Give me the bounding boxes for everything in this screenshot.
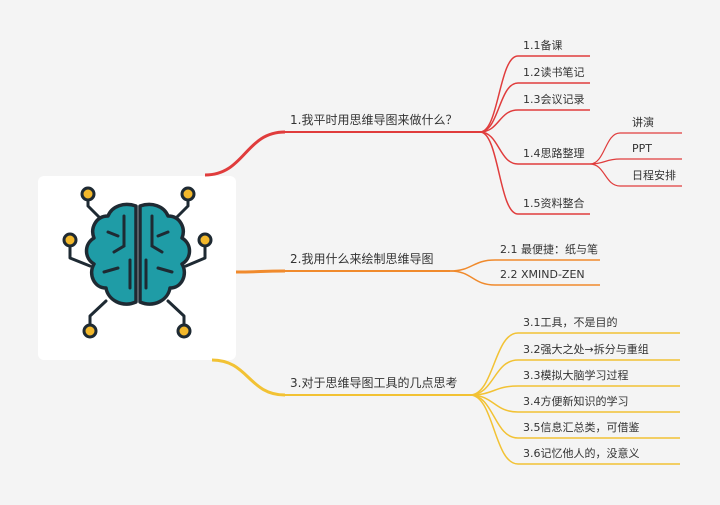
subtopic[interactable]: 1.4思路整理 <box>523 146 585 160</box>
child-connector <box>469 332 519 396</box>
grandchild-connector <box>589 132 621 165</box>
sub-subtopic[interactable]: PPT <box>632 142 652 155</box>
child-connector <box>479 55 519 133</box>
sub-subtopic[interactable]: 日程安排 <box>632 168 676 182</box>
subtopic[interactable]: 1.2读书笔记 <box>523 65 585 79</box>
child-connector <box>469 394 519 465</box>
subtopic[interactable]: 3.3模拟大脑学习过程 <box>523 368 629 382</box>
child-connector <box>449 259 496 272</box>
branch-connector <box>204 130 286 177</box>
branch-connector <box>211 358 286 397</box>
child-connector <box>479 82 519 133</box>
subtopic[interactable]: 3.2强大之处→拆分与重组 <box>523 342 649 356</box>
subtopic[interactable]: 3.1工具，不是目的 <box>523 315 618 329</box>
grandchild-connector <box>589 163 621 187</box>
child-connector <box>479 131 519 165</box>
subtopic[interactable]: 3.4方便新知识的学习 <box>523 394 629 408</box>
branch-topic[interactable]: 3.对于思维导图工具的几点思考 <box>290 375 457 390</box>
sub-subtopic[interactable]: 讲演 <box>632 115 654 129</box>
branch-topic[interactable]: 2.我用什么来绘制思维导图 <box>290 251 433 266</box>
brain-circuit-icon <box>62 186 213 339</box>
child-connector <box>479 131 519 215</box>
child-connector <box>449 270 496 286</box>
central-topic-card[interactable] <box>38 176 236 360</box>
branch-connector <box>235 269 286 274</box>
subtopic[interactable]: 2.2 XMIND-ZEN <box>500 268 585 281</box>
child-connector <box>479 109 519 133</box>
grandchild-connector <box>589 158 621 165</box>
subtopic[interactable]: 1.5资料整合 <box>523 196 585 210</box>
subtopic[interactable]: 3.6记忆他人的，没意义 <box>523 446 640 460</box>
subtopic[interactable]: 3.5信息汇总类，可借鉴 <box>523 420 640 434</box>
branch-topic[interactable]: 1.我平时用思维导图来做什么？ <box>290 112 457 127</box>
subtopic[interactable]: 2.1 最便捷：纸与笔 <box>500 242 598 256</box>
subtopic[interactable]: 1.3会议记录 <box>523 93 585 106</box>
subtopic[interactable]: 1.1备课 <box>523 38 563 52</box>
